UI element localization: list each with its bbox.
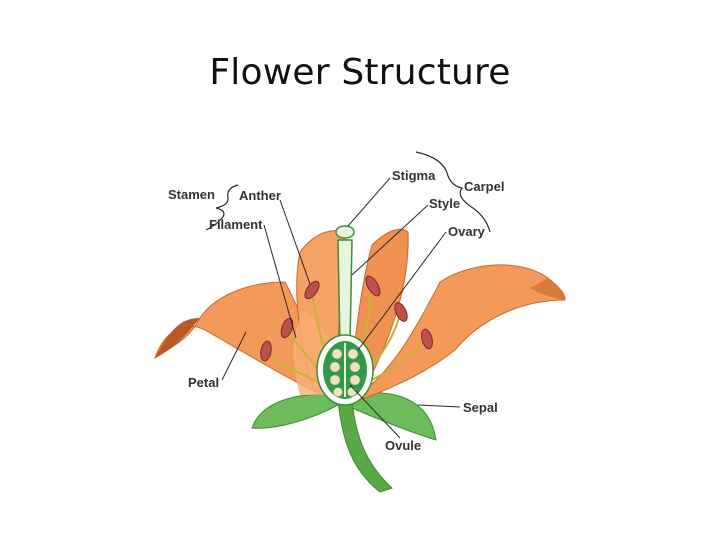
label-ovary: Ovary xyxy=(448,224,486,239)
stigma xyxy=(335,225,355,239)
label-stigma: Stigma xyxy=(392,168,436,183)
label-sepal: Sepal xyxy=(463,400,498,415)
sepal-leader xyxy=(417,404,461,408)
label-stamen: Stamen xyxy=(168,187,215,202)
stamen-brace xyxy=(205,184,239,231)
page-title: Flower Structure xyxy=(209,52,511,93)
filament-leader xyxy=(263,224,297,339)
label-filament: Filament xyxy=(209,217,263,232)
label-carpel: Carpel xyxy=(464,179,504,194)
petal-left-fold xyxy=(155,318,200,358)
sepal-right xyxy=(351,392,437,441)
ovules xyxy=(329,348,361,397)
label-ovule: Ovule xyxy=(385,438,421,453)
label-style: Style xyxy=(429,196,460,211)
style xyxy=(337,239,353,346)
anther-leader xyxy=(279,199,311,285)
ovary-leader xyxy=(357,231,447,351)
ovule-leader xyxy=(349,384,401,439)
stem xyxy=(337,399,393,493)
sepal-left xyxy=(251,393,339,429)
petal-right-fold xyxy=(530,278,566,300)
label-anther: Anther xyxy=(239,188,281,203)
petal-leader xyxy=(221,331,247,381)
stigma-leader xyxy=(347,177,391,227)
style-leader xyxy=(351,204,429,276)
anthers xyxy=(260,275,433,362)
carpel-brace xyxy=(415,151,491,233)
label-petal: Petal xyxy=(188,375,219,390)
